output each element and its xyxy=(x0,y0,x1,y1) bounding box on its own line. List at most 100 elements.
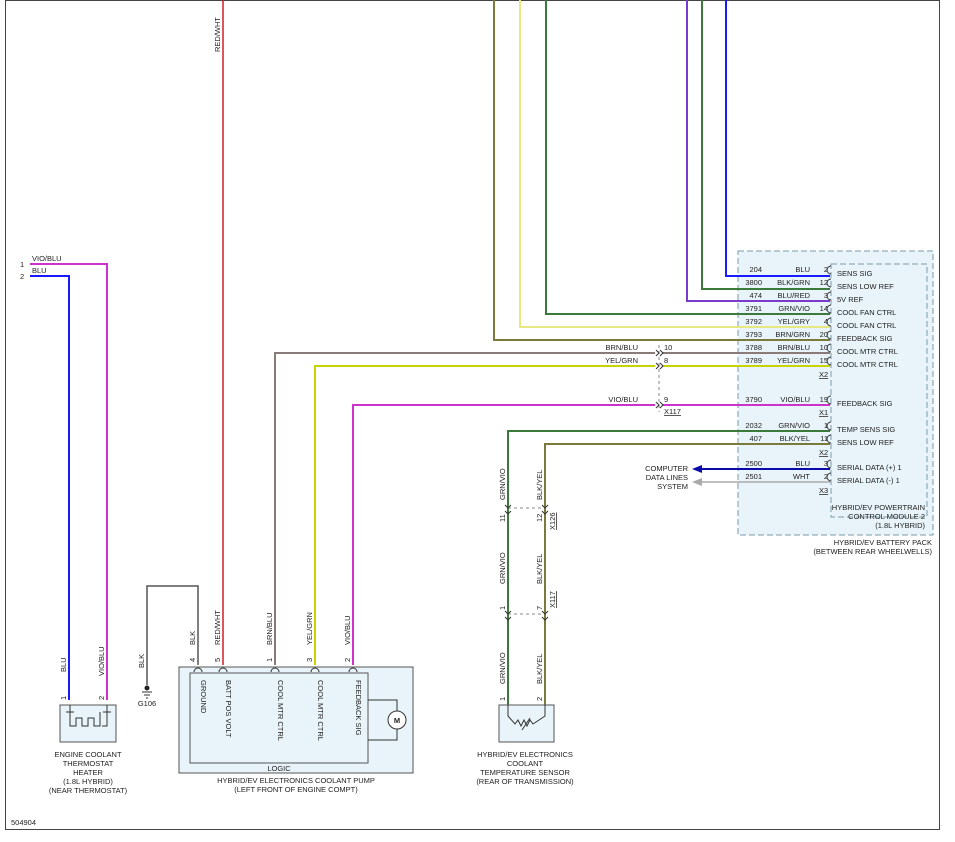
pin-terminal xyxy=(826,343,832,353)
pump-terminal xyxy=(310,667,320,673)
pin-number: 2 xyxy=(824,265,828,274)
inline-yelgrn-pin: 8 xyxy=(664,356,668,365)
wire-brngrn-feedback xyxy=(493,0,830,341)
ground-wire-label: BLK xyxy=(137,654,146,668)
inline-brnblu-label: BRN/BLU xyxy=(605,343,638,352)
inline-x117-label: X117 xyxy=(664,407,681,416)
pump-pin-number: 5 xyxy=(213,658,222,662)
pin-wire-color: BRN/GRN xyxy=(775,330,810,339)
pump-wire-label: BRN/BLU xyxy=(265,612,274,645)
pin-circuit: 2501 xyxy=(745,472,762,481)
pin-number: 3 xyxy=(824,291,828,300)
sensor-blkyel-top: BLK/YEL xyxy=(535,470,544,500)
pin-function: COOL MTR CTRL xyxy=(837,360,898,369)
module-title-3: (1.8L HYBRID) xyxy=(875,521,925,530)
pin-circuit: 407 xyxy=(749,434,762,443)
sensor-connector-chevrons xyxy=(504,504,549,621)
pin-terminal xyxy=(826,304,832,314)
pin-circuit: 3789 xyxy=(745,356,762,365)
pin-function: 5V REF xyxy=(837,295,864,304)
computer-data-lines-2: DATA LINES xyxy=(646,473,688,482)
pump-logic-box xyxy=(189,672,369,764)
pin-circuit: 3790 xyxy=(745,395,762,404)
heater-label-4: (1.8L HYBRID) xyxy=(63,777,113,786)
pin-circuit: 3792 xyxy=(745,317,762,326)
motor-label: M xyxy=(394,716,400,725)
pump-wire-label: RED/WHT xyxy=(213,610,222,645)
sensor-label-3: TEMPERATURE SENSOR xyxy=(480,768,570,777)
heater-lower-vioblu: VIO/BLU xyxy=(97,646,106,676)
battery-pack-title-1: HYBRID/EV BATTERY PACK xyxy=(834,538,932,547)
sensor-pin-11: 11 xyxy=(498,514,507,522)
pump-pin-function: COOL MTR CTRL xyxy=(316,680,325,741)
pin-terminal xyxy=(826,434,832,444)
pump-pin-number: 2 xyxy=(343,658,352,662)
pump-logic-label: LOGIC xyxy=(267,764,291,773)
pin-circuit: 204 xyxy=(749,265,762,274)
sensor-grnvio-bot: GRN/VIO xyxy=(498,652,507,684)
pump-wire-label: YEL/GRN xyxy=(305,612,314,645)
inline-brnblu-pin: 10 xyxy=(664,343,672,352)
pump-pin-function: COOL MTR CTRL xyxy=(276,680,285,741)
battery-pack-box xyxy=(737,250,934,536)
pin-number: 3 xyxy=(824,459,828,468)
pin-circuit: 2032 xyxy=(745,421,762,430)
heater-label-1: ENGINE COOLANT xyxy=(54,750,122,759)
pin-number: 11 xyxy=(820,434,828,443)
pump-wire-label: VIO/BLU xyxy=(343,615,352,645)
wire-grnvio-fan xyxy=(545,0,830,315)
sensor-label-4: (REAR OF TRANSMISSION) xyxy=(476,777,574,786)
pin-wire-color: BLU/RED xyxy=(777,291,810,300)
module-title-2: CONTROL MODULE 2 xyxy=(848,512,925,521)
pin-terminal xyxy=(826,459,832,469)
motor-wire xyxy=(368,699,398,741)
pump-label-2: (LEFT FRONT OF ENGINE COMPT) xyxy=(234,785,358,794)
pin-wire-color: YEL/GRY xyxy=(778,317,810,326)
heater-pin2: 2 xyxy=(97,696,106,700)
pin-function: FEEDBACK SIG xyxy=(837,334,893,343)
heater-wire1-pin: 1 xyxy=(20,260,24,269)
pump-pin-function: FEEDBACK SIG xyxy=(354,680,363,736)
sensor-pin-1-bot: 1 xyxy=(498,697,507,701)
wire-heater-blu xyxy=(30,275,70,700)
pump-pin-number: 1 xyxy=(265,658,274,662)
computer-data-lines-3: SYSTEM xyxy=(657,482,688,491)
pin-wire-color: YEL/GRN xyxy=(777,356,810,365)
redwht-top-label: RED/WHT xyxy=(213,17,222,52)
pin-wire-color: VIO/BLU xyxy=(780,395,810,404)
wire-blu-sens-sig xyxy=(725,0,830,277)
pin-wire-color: BRN/BLU xyxy=(777,343,810,352)
pin-function: SERIAL DATA (-) 1 xyxy=(837,476,900,485)
pin-wire-color: GRN/VIO xyxy=(778,421,810,430)
sensor-pin-7: 7 xyxy=(535,606,544,610)
pump-pin-function: GROUND xyxy=(199,680,208,714)
sensor-pin-2-bot: 2 xyxy=(535,697,544,701)
pump-wire-label: BLK xyxy=(188,631,197,645)
heater-wire1-label: VIO/BLU xyxy=(32,254,62,263)
wire-ground-blk xyxy=(146,585,199,685)
pin-circuit: 474 xyxy=(749,291,762,300)
pin-terminal xyxy=(826,291,832,301)
pump-pin-number: 3 xyxy=(305,658,314,662)
pin-wire-color: BLU xyxy=(795,265,810,274)
pin-function: SENS LOW REF xyxy=(837,438,894,447)
page-frame xyxy=(5,0,940,830)
control-module-box xyxy=(830,263,928,518)
pin-function: SENS SIG xyxy=(837,269,873,278)
heater-lower-blu: BLU xyxy=(59,657,68,672)
module-title-1: HYBRID/EV POWERTRAIN xyxy=(832,503,925,512)
connector-label-x3: X3 xyxy=(819,486,828,495)
wire-heater-vioblu xyxy=(30,263,108,700)
pin-number: 2 xyxy=(824,472,828,481)
diagram-id: 504904 xyxy=(11,818,36,827)
pin-number: 4 xyxy=(824,317,828,326)
connector-label-x1: X1 xyxy=(819,408,828,417)
pin-function: COOL FAN CTRL xyxy=(837,321,896,330)
pin-function: COOL MTR CTRL xyxy=(837,347,898,356)
arrow-left-icon xyxy=(692,465,702,473)
pin-number: 20 xyxy=(820,330,828,339)
arrow-left-icon xyxy=(692,478,702,486)
wire-brnblu xyxy=(274,352,655,665)
